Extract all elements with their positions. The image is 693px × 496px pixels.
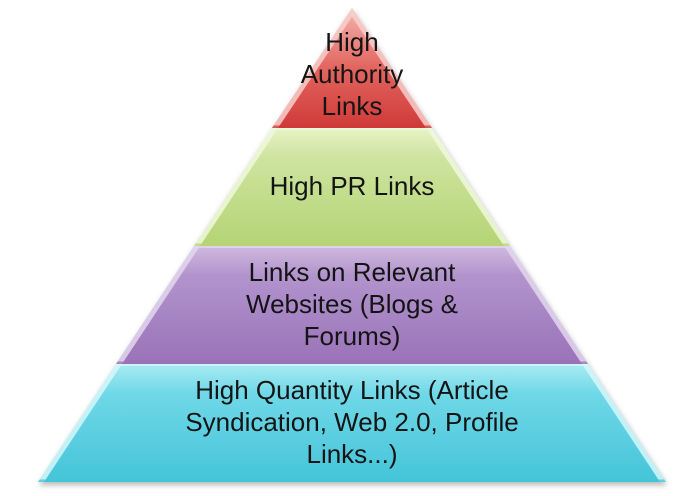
pyramid-level-3-shape	[116, 246, 588, 364]
pyramid-level-2-label: High PR Links	[270, 170, 435, 202]
label-line: Authority	[300, 59, 404, 89]
pyramid-level-2-shape	[194, 128, 510, 246]
label-line: High	[325, 27, 379, 57]
label-line: High PR Links	[269, 171, 435, 201]
pyramid-level-1-shape	[272, 8, 432, 128]
pyramid-level-3-label: Links on Relevant Websites (Blogs & Foru…	[246, 256, 458, 352]
label-line: Links...)	[306, 439, 398, 469]
pyramid-level-4	[38, 364, 666, 482]
label-line: Links	[321, 91, 383, 121]
label-line: Forums)	[303, 321, 401, 351]
pyramid-level-4-shape	[38, 364, 666, 482]
label-line: Websites (Blogs &	[246, 289, 458, 319]
label-line: Syndication, Web 2.0, Profile	[185, 407, 519, 437]
label-line: High Quantity Links (Article	[195, 375, 509, 405]
pyramid-level-1-label: High Authority Links	[301, 26, 404, 122]
label-line: Links on Relevant	[248, 257, 456, 287]
pyramid-level-4-label: High Quantity Links (Article Syndication…	[185, 374, 518, 470]
